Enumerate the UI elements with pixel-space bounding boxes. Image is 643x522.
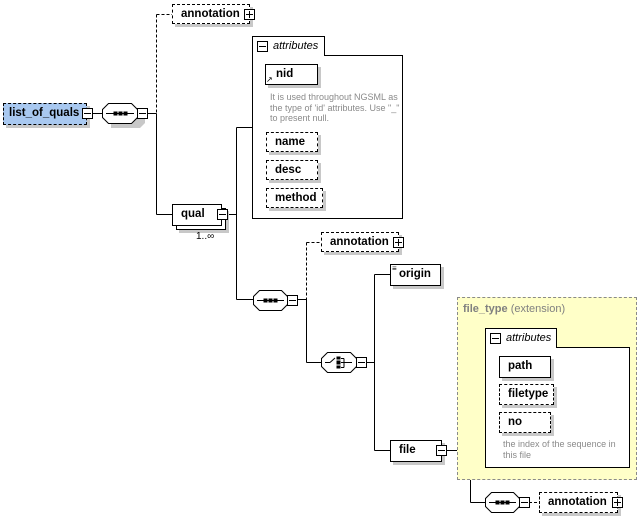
attributes-tab: attributes — [252, 36, 325, 56]
attributes-tab: attributes — [485, 328, 557, 348]
element-label: file — [399, 444, 416, 456]
attribute-name[interactable]: name — [266, 132, 318, 152]
element-label: annotation — [181, 8, 240, 20]
extension-title: file_type (extension) — [463, 303, 565, 315]
collapse-icon[interactable] — [82, 108, 93, 119]
attribute-description: It is used throughout NGSML as the type … — [270, 92, 400, 123]
collapse-icon[interactable] — [217, 209, 228, 220]
element-label: qual — [181, 208, 205, 220]
collapse-icon[interactable] — [257, 41, 268, 52]
attribute-method[interactable]: method — [266, 188, 323, 208]
reference-arrow-icon: ↗ — [266, 75, 273, 84]
attribute-label: desc — [275, 164, 302, 176]
attribute-label: nid — [276, 68, 294, 80]
collapse-icon[interactable] — [356, 357, 367, 368]
annotation-element[interactable]: annotation — [172, 4, 250, 24]
origin-element[interactable]: origin — [390, 264, 441, 286]
element-label: annotation — [330, 236, 389, 248]
expand-icon[interactable] — [612, 497, 623, 508]
attributes-title: attributes — [273, 40, 319, 52]
text-content-icon: ≡ — [392, 264, 397, 273]
file-element[interactable]: file — [390, 440, 442, 462]
attribute-label: no — [508, 416, 523, 428]
annotation-element[interactable]: annotation — [539, 492, 618, 513]
attribute-label: method — [275, 192, 317, 204]
tab-joint — [253, 55, 324, 57]
occurrence-label: 1..∞ — [196, 231, 215, 242]
collapse-icon[interactable] — [519, 497, 530, 508]
attribute-label: name — [275, 136, 306, 148]
attribute-nid[interactable]: nid — [265, 64, 318, 85]
attribute-label: path — [508, 360, 533, 372]
expand-icon[interactable] — [393, 237, 404, 248]
attribute-desc[interactable]: desc — [266, 160, 318, 180]
collapse-icon[interactable] — [287, 295, 298, 306]
type-kind: (extension) — [510, 303, 566, 315]
attribute-label: filetype — [508, 388, 549, 400]
expand-icon[interactable] — [244, 9, 255, 20]
attribute-filetype[interactable]: filetype — [499, 384, 554, 405]
attribute-description: the index of the sequence in this file — [503, 439, 616, 460]
collapse-icon[interactable] — [137, 108, 148, 119]
attributes-title: attributes — [506, 332, 552, 344]
qual-element[interactable]: qual — [172, 204, 222, 226]
collapse-icon[interactable] — [490, 333, 501, 344]
tab-joint — [486, 347, 556, 349]
root-element-list-of-quals[interactable]: list_of_quals — [3, 103, 87, 125]
annotation-element[interactable]: annotation — [321, 232, 399, 252]
attribute-no[interactable]: no — [499, 412, 551, 433]
attribute-path[interactable]: path — [499, 356, 551, 378]
element-label: annotation — [548, 496, 607, 508]
element-label: list_of_quals — [9, 107, 80, 119]
type-name: file_type — [463, 303, 508, 315]
element-label: origin — [399, 268, 431, 280]
collapse-icon[interactable] — [436, 445, 447, 456]
